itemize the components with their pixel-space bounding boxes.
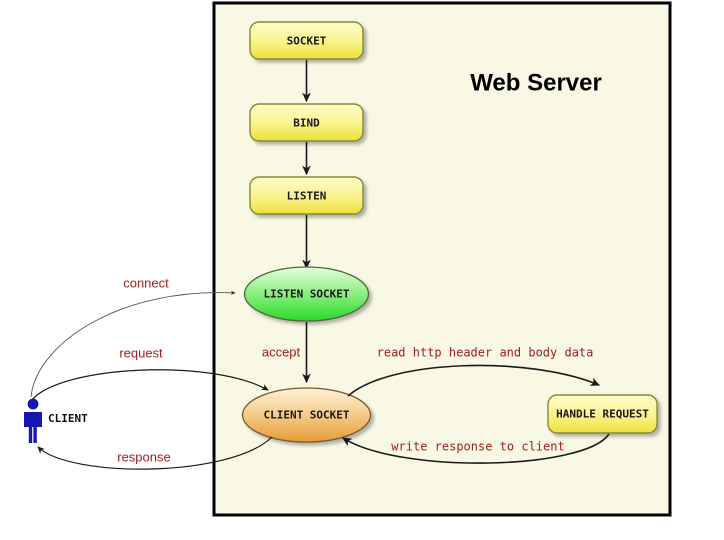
edge-connect-label: connect <box>123 275 169 290</box>
client-socket-label: CLIENT SOCKET <box>263 409 349 422</box>
socket-box-shape <box>249 21 364 60</box>
edge-request-label: request <box>119 345 163 360</box>
node-handle-request[interactable]: HANDLE REQUEST <box>547 394 658 434</box>
node-client-socket[interactable]: CLIENT SOCKET <box>241 387 372 443</box>
listen-box-label: LISTEN <box>287 190 327 203</box>
node-listen-socket[interactable]: LISTEN SOCKET <box>243 266 370 322</box>
handle-request-box-label: HANDLE REQUEST <box>556 408 649 421</box>
edge-read-http-label: read http header and body data <box>377 346 594 360</box>
bind-box-shape <box>249 103 364 142</box>
edge-request-line <box>31 369 269 401</box>
node-bind[interactable]: BIND <box>249 103 364 142</box>
actor-client-label: CLIENT <box>48 412 88 425</box>
edge-response-line <box>37 436 273 470</box>
actor-head-icon <box>27 398 39 410</box>
web-server-title: Web Server <box>470 69 602 96</box>
listen-socket-shape <box>243 266 370 322</box>
edge-response-label: response <box>117 449 170 464</box>
client-socket-shape <box>241 387 372 443</box>
listen-socket-label: LISTEN SOCKET <box>263 288 349 301</box>
listen-box-shape <box>249 176 364 215</box>
bind-box-label: BIND <box>293 117 320 130</box>
edge-write-response-line <box>341 433 610 464</box>
edge-read-http-line <box>347 364 601 397</box>
edge-connect-line <box>30 290 236 398</box>
node-socket[interactable]: SOCKET <box>249 21 364 60</box>
socket-box-label: SOCKET <box>287 35 327 48</box>
handle-request-box-shape <box>547 394 658 434</box>
actor-body-icon <box>23 412 42 443</box>
node-listen[interactable]: LISTEN <box>249 176 364 215</box>
edge-write-response-label: write response to client <box>391 440 564 454</box>
edge-accept-label: accept <box>262 344 301 359</box>
actor-client[interactable]: CLIENT <box>23 398 88 443</box>
